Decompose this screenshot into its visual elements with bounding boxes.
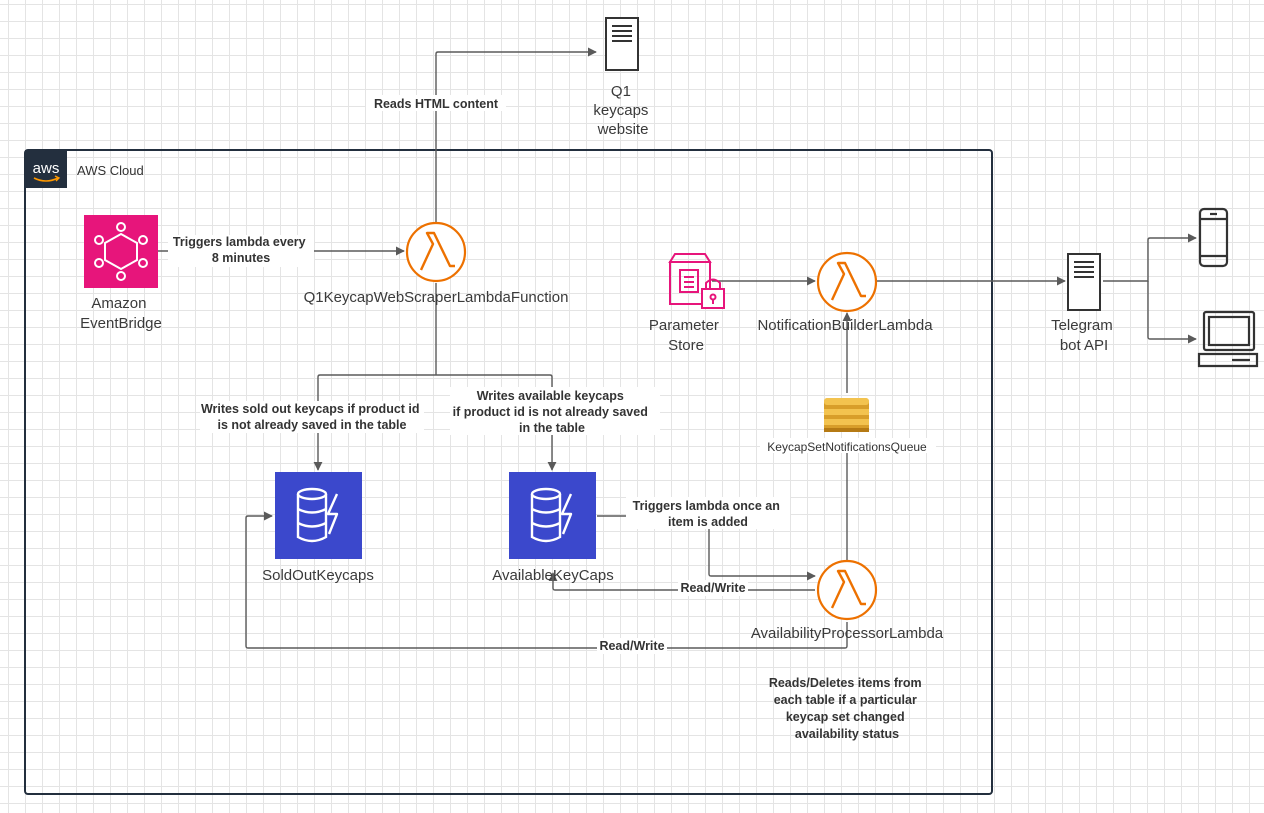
edge-label-triggers-scraper: Triggers lambda every 8 minutes [173,235,309,265]
server-icon [605,17,639,71]
node-label-available-table: AvailableKeyCaps [492,567,613,584]
node-notification-builder-lambda[interactable]: NotificationBuilderLambda [757,251,933,334]
edge-labels: Reads HTML content Triggers lambda every… [168,95,925,741]
node-label-scraper-lambda: Q1KeycapWebScraperLambdaFunction [304,289,569,306]
lambda-icon [816,559,878,621]
parameter-store-icon [668,253,725,309]
node-label-eventbridge: Amazon EventBridge [80,295,162,332]
node-label-soldout-table: SoldOutKeycaps [262,567,374,584]
node-label-website: Q1 keycaps website [593,83,652,138]
edge-reads-html[interactable] [435,47,597,222]
node-laptop[interactable] [1197,310,1259,368]
smartphone-icon [1198,207,1229,268]
edge-telegram-to-laptop[interactable] [1147,281,1197,344]
edge-label-triggers-processor: Triggers lambda once an item is added [633,499,784,529]
aws-cloud-label: AWS Cloud [77,163,144,178]
edge-label-reads-html: Reads HTML content [374,97,499,111]
dynamodb-icon [275,472,362,559]
edge-rw-soldout[interactable] [245,511,848,649]
aws-badge-text: aws [33,160,60,177]
aws-cloud-group[interactable]: aws AWS Cloud [24,149,993,795]
edge-label-reads-deletes: Reads/Deletes items from each table if a… [769,676,925,741]
dynamodb-icon [509,472,596,559]
node-eventbridge[interactable]: Amazon EventBridge [80,215,162,332]
edge-label-writes-soldout: Writes sold out keycaps if product id is… [201,402,423,432]
edge-label-rw-soldout: Read/Write [599,639,664,653]
edge-writes-soldout[interactable] [313,374,436,471]
node-label-telegram: Telegram bot API [1051,317,1117,354]
edge-rw-available[interactable] [548,572,815,591]
edge-label-rw-available: Read/Write [680,581,745,595]
node-availability-processor-lambda[interactable]: AvailabilityProcessorLambda [751,559,944,642]
node-scraper-lambda[interactable]: Q1KeycapWebScraperLambdaFunction [304,221,569,306]
node-label-availability-processor: AvailabilityProcessorLambda [751,625,944,642]
node-label-parameter-store: Parameter Store [649,317,723,354]
node-queue[interactable]: KeycapSetNotificationsQueue [760,398,936,454]
node-phone[interactable] [1198,207,1229,268]
eventbridge-icon [84,215,158,288]
edge-writes-available[interactable] [436,374,557,471]
laptop-icon [1197,310,1259,368]
node-website[interactable]: Q1 keycaps website [593,17,652,138]
sqs-queue-icon [824,398,869,432]
edge-label-writes-available: Writes available keycaps if product id i… [453,389,652,435]
node-label-queue: KeycapSetNotificationsQueue [767,440,927,454]
lambda-icon [405,221,467,283]
edge-telegram-to-phone[interactable] [1103,233,1197,282]
server-icon [1067,253,1101,311]
lambda-icon [816,251,878,313]
node-available-table[interactable]: AvailableKeyCaps [492,472,614,584]
node-telegram[interactable]: Telegram bot API [1051,253,1117,354]
node-soldout-table[interactable]: SoldOutKeycaps [262,472,374,584]
node-label-notification-builder: NotificationBuilderLambda [757,317,933,334]
node-parameter-store[interactable]: Parameter Store [649,253,725,354]
